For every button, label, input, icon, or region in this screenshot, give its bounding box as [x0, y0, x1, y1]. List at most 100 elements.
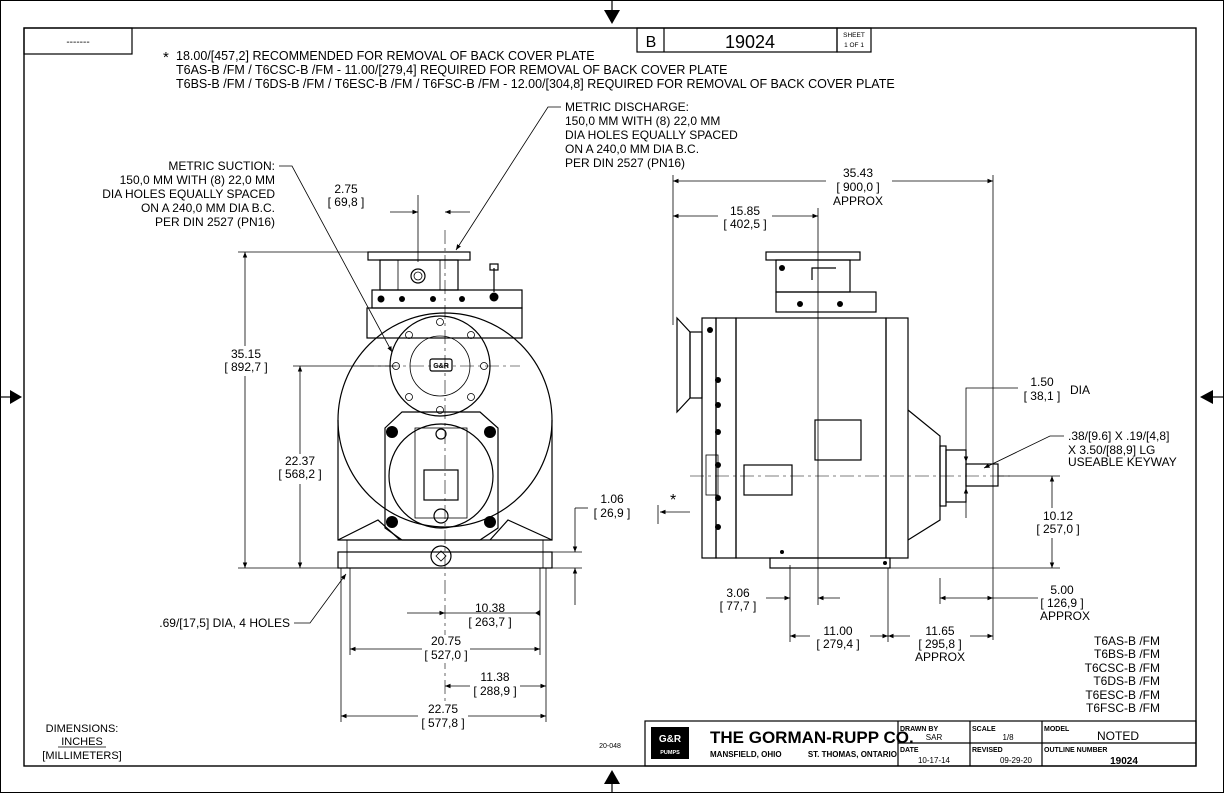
discharge-line-3: DIA HOLES EQUALLY SPACED: [565, 128, 738, 142]
revision-note: -------: [66, 37, 89, 48]
svg-text:22.37: 22.37: [285, 454, 315, 468]
date: 10-17-14: [918, 756, 951, 765]
svg-text:APPROX: APPROX: [915, 650, 965, 664]
revised-date: 09-29-20: [1000, 756, 1033, 765]
svg-text:[ 126,9 ]: [ 126,9 ]: [1040, 596, 1083, 610]
svg-text:35.43: 35.43: [843, 166, 873, 180]
svg-text:REVISED: REVISED: [972, 747, 1003, 754]
svg-text:5.00: 5.00: [1050, 583, 1074, 597]
revision-box: [23, 27, 133, 55]
svg-text:DIA: DIA: [1070, 383, 1090, 397]
svg-text:3.06: 3.06: [726, 586, 750, 600]
svg-text:35.15: 35.15: [231, 347, 261, 361]
center-arrow-left: [10, 390, 22, 404]
svg-text:G&R: G&R: [659, 734, 682, 745]
center-arrow-top: [604, 10, 620, 24]
svg-text:[ 69,8 ]: [ 69,8 ]: [328, 195, 365, 209]
discharge-line-5: PER DIN 2527 (PN16): [565, 156, 685, 170]
svg-text:[ 279,4 ]: [ 279,4 ]: [816, 637, 859, 651]
svg-text:[ 26,9 ]: [ 26,9 ]: [594, 506, 631, 520]
discharge-line-1: METRIC DISCHARGE:: [565, 100, 689, 114]
svg-text:11.65: 11.65: [925, 624, 954, 638]
svg-text:15.85: 15.85: [730, 204, 760, 218]
outline-number: 19024: [1110, 756, 1138, 767]
svg-text:22.75: 22.75: [428, 702, 458, 716]
mount-holes-note: .69/[17,5] DIA, 4 HOLES: [159, 616, 290, 630]
note-star: *: [163, 49, 169, 66]
svg-text:[ 77,7 ]: [ 77,7 ]: [720, 599, 757, 613]
svg-text:[ 892,7 ]: [ 892,7 ]: [224, 360, 267, 374]
svg-text:PUMPS: PUMPS: [660, 750, 680, 756]
svg-text:11.00: 11.00: [823, 624, 852, 638]
suction-line-1: METRIC SUCTION:: [168, 159, 275, 173]
svg-text:DRAWN BY: DRAWN BY: [900, 726, 938, 733]
model-list: T6AS-B /FM T6BS-B /FM T6CSC-B /FM T6DS-B…: [1085, 634, 1160, 715]
svg-text:[ 402,5 ]: [ 402,5 ]: [723, 217, 766, 231]
sheet-of: 1 OF 1: [844, 42, 864, 49]
suction-line-2: 150,0 MM WITH (8) 22,0 MM: [120, 173, 275, 187]
model-item: T6FSC-B /FM: [1086, 701, 1160, 715]
svg-text:MODEL: MODEL: [1044, 726, 1070, 733]
center-arrow-bottom: [604, 770, 620, 784]
model-value: NOTED: [1097, 729, 1139, 743]
units-legend: DIMENSIONS: INCHES [MILLIMETERS]: [42, 723, 121, 762]
company-name: THE GORMAN-RUPP CO.: [710, 728, 914, 747]
svg-text:11.38: 11.38: [480, 670, 509, 684]
title-block: G&R PUMPS THE GORMAN-RUPP CO. MANSFIELD,…: [644, 720, 1197, 767]
note-line-3: T6BS-B /FM / T6DS-B /FM / T6ESC-B /FM / …: [176, 77, 895, 91]
suction-line-3: DIA HOLES EQUALLY SPACED: [102, 187, 275, 201]
discharge-line-4: ON A 240,0 MM DIA B.C.: [565, 142, 699, 156]
keyway-line-2: X 3.50/[88,9] LG: [1068, 443, 1155, 457]
svg-text:[ 38,1 ]: [ 38,1 ]: [1024, 389, 1061, 403]
svg-text:G&R: G&R: [433, 363, 449, 370]
discharge-line-2: 150,0 MM WITH (8) 22,0 MM: [565, 114, 720, 128]
drawing-number: 19024: [725, 32, 775, 52]
svg-text:DATE: DATE: [900, 747, 919, 754]
company-city-1: MANSFIELD, OHIO: [710, 750, 782, 759]
svg-text:APPROX: APPROX: [833, 194, 883, 208]
svg-text:DIMENSIONS:: DIMENSIONS:: [46, 723, 119, 735]
company-city-2: ST. THOMAS, ONTARIO: [808, 750, 897, 759]
side-dimensions: 35.43 [ 900,0 ] APPROX 15.85 [ 402,5 ] 1…: [657, 165, 1177, 664]
svg-text:10.12: 10.12: [1043, 509, 1073, 523]
svg-text:1.50: 1.50: [1030, 375, 1054, 389]
svg-text:OUTLINE NUMBER: OUTLINE NUMBER: [1044, 747, 1107, 754]
center-arrow-right: [1200, 390, 1213, 404]
model-item: T6AS-B /FM: [1094, 634, 1160, 648]
svg-text:INCHES: INCHES: [61, 736, 103, 748]
sheet-label: SHEET: [843, 32, 865, 39]
model-item: T6BS-B /FM: [1094, 647, 1160, 661]
svg-text:[ 568,2 ]: [ 568,2 ]: [278, 467, 321, 481]
svg-text:[ 900,0 ]: [ 900,0 ]: [836, 180, 879, 194]
svg-text:[ 288,9 ]: [ 288,9 ]: [473, 684, 516, 698]
keyway-line-3: USEABLE KEYWAY: [1068, 455, 1177, 469]
drawn-by: SAR: [926, 733, 943, 742]
sheet-size: B: [646, 34, 657, 51]
svg-text:20.75: 20.75: [431, 634, 461, 648]
front-dimensions: METRIC SUCTION: 150,0 MM WITH (8) 22,0 M…: [102, 100, 738, 730]
svg-text:SCALE: SCALE: [972, 726, 996, 733]
side-view: [676, 251, 999, 569]
svg-text:10.38: 10.38: [475, 601, 505, 615]
company-logo: [651, 727, 689, 759]
svg-text:2.75: 2.75: [334, 182, 358, 196]
svg-text:1.06: 1.06: [600, 492, 624, 506]
suction-line-5: PER DIN 2527 (PN16): [155, 215, 275, 229]
svg-text:[ 577,8 ]: [ 577,8 ]: [421, 716, 464, 730]
note-line-1: 18.00/[457,2] RECOMMENDED FOR REMOVAL OF…: [176, 49, 595, 63]
svg-text:APPROX: APPROX: [1040, 609, 1090, 623]
side-star: *: [670, 492, 676, 509]
model-item: T6ESC-B /FM: [1085, 688, 1160, 702]
svg-text:[ 527,0 ]: [ 527,0 ]: [424, 648, 467, 662]
inner-border: [23, 27, 1197, 767]
svg-text:[MILLIMETERS]: [MILLIMETERS]: [42, 750, 121, 762]
drawing-code: 20-048: [599, 743, 621, 750]
svg-text:[ 257,0 ]: [ 257,0 ]: [1036, 522, 1079, 536]
note-line-2: T6AS-B /FM / T6CSC-B /FM - 11.00/[279,4]…: [176, 63, 728, 77]
svg-text:[ 295,8 ]: [ 295,8 ]: [918, 637, 961, 651]
suction-line-4: ON A 240,0 MM DIA B.C.: [141, 201, 275, 215]
model-item: T6CSC-B /FM: [1085, 661, 1160, 675]
scale: 1/8: [1002, 733, 1014, 742]
model-item: T6DS-B /FM: [1093, 674, 1160, 688]
